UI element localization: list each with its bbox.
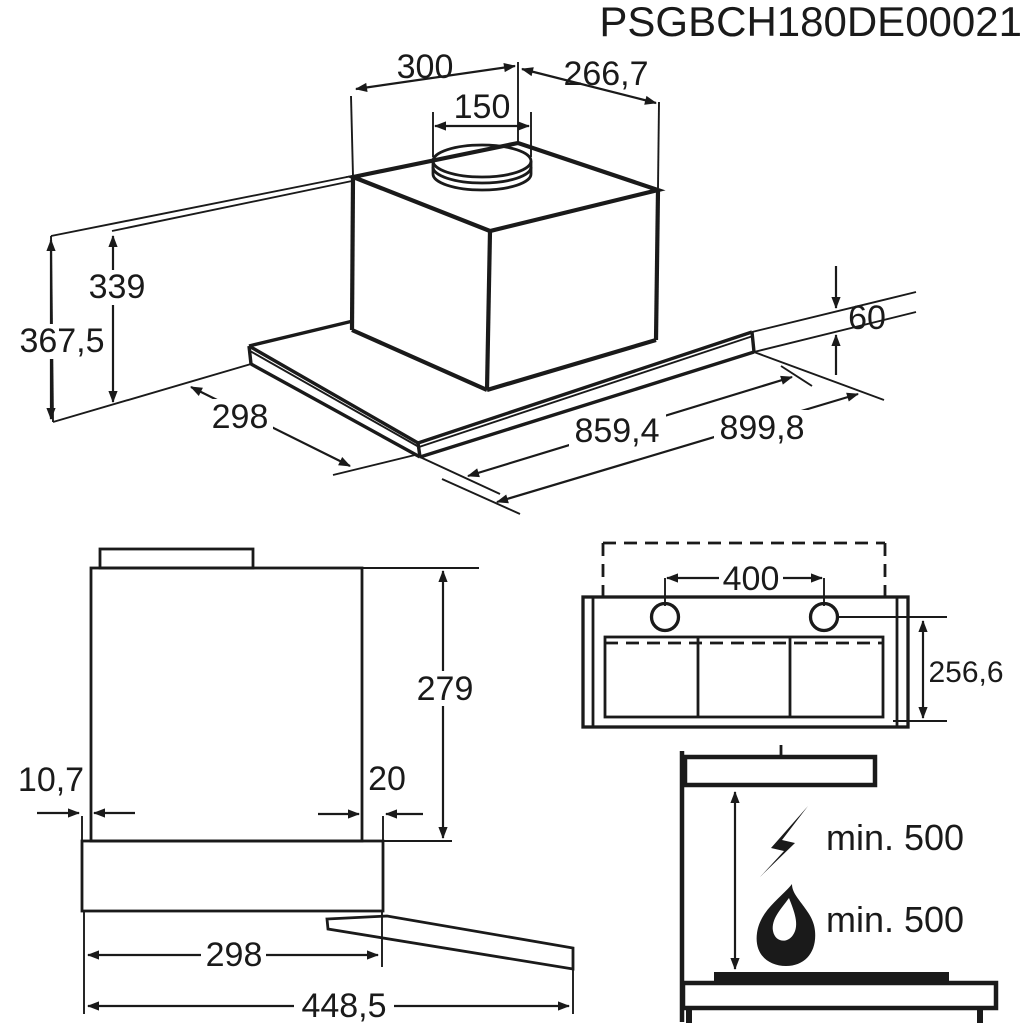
gas-clearance-label: min. 500 xyxy=(826,899,964,940)
dim-total-height: 367,5 xyxy=(19,322,104,360)
visor-box xyxy=(80,839,385,913)
side-reference-lines xyxy=(81,567,574,1014)
flame-icon xyxy=(756,884,816,966)
dim-inner-height: 339 xyxy=(89,268,146,306)
mounting-hole-right xyxy=(808,601,840,633)
iso-view: 367,5 339 300 266,7 150 60 298 859,4 899… xyxy=(16,48,917,515)
dim-hole-spacing: 400 xyxy=(723,560,780,598)
hood-profile xyxy=(682,754,878,788)
wall-outline-dashed xyxy=(601,541,887,596)
dim-closed-depth: 298 xyxy=(206,936,263,974)
counter-top xyxy=(680,980,999,1011)
iso-dimensions: 367,5 339 300 266,7 150 60 298 859,4 899… xyxy=(16,48,886,504)
product-code: PSGBCH180DE00021 xyxy=(599,0,1022,45)
dim-mounting-depth: 256,6 xyxy=(928,656,1003,689)
electric-clearance-label: min. 500 xyxy=(826,817,964,858)
side-view: 279 10,7 20 298 448,5 xyxy=(18,547,575,1024)
dim-front-gap: 10,7 xyxy=(18,761,84,799)
duct-outlet xyxy=(431,143,533,192)
hood-body xyxy=(89,566,364,843)
cooktop-surface xyxy=(714,972,949,983)
hood-underside xyxy=(581,595,910,729)
blower-box xyxy=(345,140,666,393)
dim-rear-gap: 20 xyxy=(368,760,406,798)
dim-top-depth: 266,7 xyxy=(563,55,648,93)
dim-canopy-depth: 298 xyxy=(212,398,269,436)
dim-body-height: 279 xyxy=(417,670,474,708)
mounting-flange xyxy=(98,547,255,570)
mounting-hole-left xyxy=(649,601,681,633)
dim-top-width: 300 xyxy=(397,48,454,86)
dim-canopy-width: 859,4 xyxy=(574,412,659,450)
pullout-visor xyxy=(325,914,575,971)
bottom-dimensions: 400 256,6 xyxy=(666,560,1006,719)
lightning-icon xyxy=(760,806,808,877)
canopy-slab xyxy=(247,319,756,459)
clearance-view: min. 500 min. 500 xyxy=(679,745,999,1023)
side-dimensions: 279 10,7 20 298 448,5 xyxy=(18,570,570,1024)
dim-extended-depth: 448,5 xyxy=(301,987,386,1024)
side-body xyxy=(80,547,575,971)
dim-canopy-thickness: 60 xyxy=(848,299,886,337)
filter-area xyxy=(603,635,885,719)
iso-reference-lines xyxy=(332,62,917,515)
bottom-reference-lines xyxy=(664,578,947,722)
bottom-view: 400 256,6 xyxy=(581,541,1006,729)
dim-total-width: 899,8 xyxy=(719,409,804,447)
dim-duct-diameter: 150 xyxy=(454,88,511,126)
